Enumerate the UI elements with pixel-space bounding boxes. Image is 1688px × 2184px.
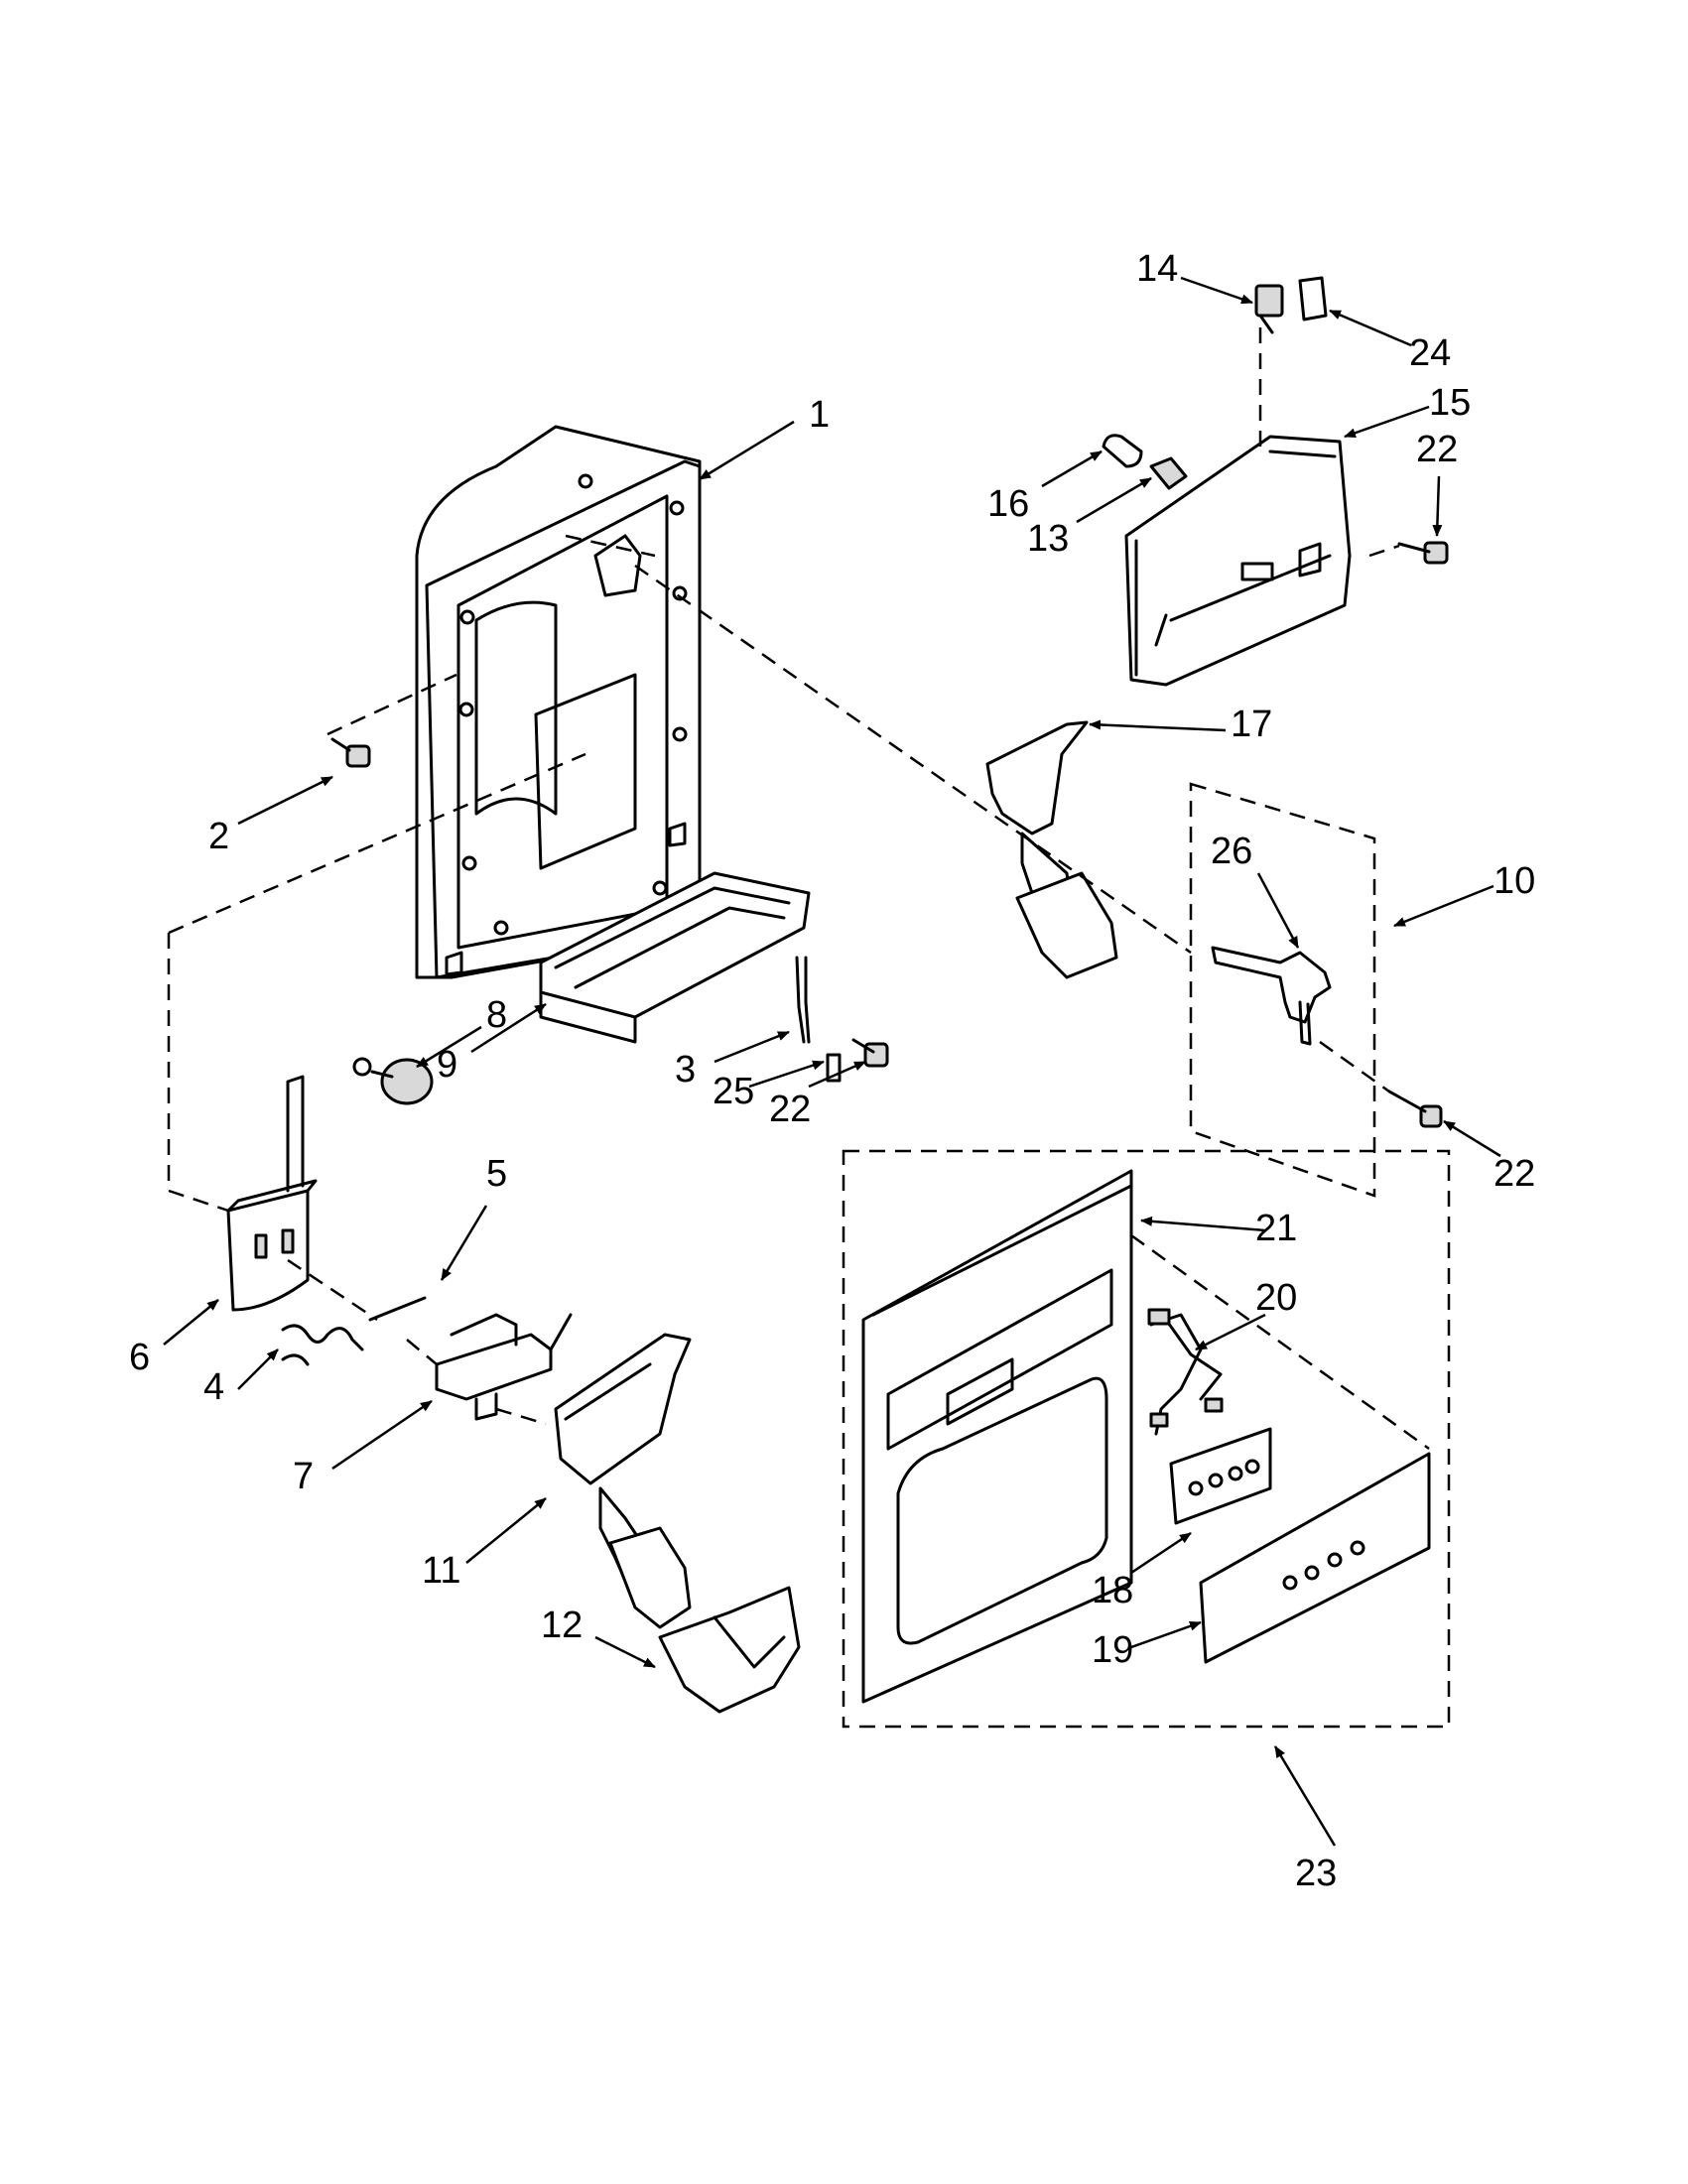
part-16-lamp <box>1102 434 1143 468</box>
callout-22-right: 22 <box>1493 1153 1535 1195</box>
callout-15: 15 <box>1429 382 1471 424</box>
callout-5: 5 <box>486 1153 507 1195</box>
callout-18: 18 <box>1092 1570 1133 1611</box>
callout-11: 11 <box>422 1550 460 1592</box>
callout-20: 20 <box>1255 1277 1297 1319</box>
part-21-dispenser-front <box>861 1169 1133 1704</box>
part-26-lever-arm <box>1211 946 1332 1046</box>
callouts: 1 2 3 4 5 6 7 8 9 10 11 12 13 14 15 16 1 <box>129 248 1535 1894</box>
callout-4: 4 <box>203 1366 224 1408</box>
callout-23: 23 <box>1295 1853 1337 1894</box>
callout-24: 24 <box>1409 332 1451 374</box>
part-7-actuator <box>435 1313 573 1421</box>
callout-19: 19 <box>1092 1629 1133 1671</box>
callout-21: 21 <box>1255 1208 1297 1249</box>
callout-8: 8 <box>486 994 507 1036</box>
part-18-control-board <box>1169 1427 1272 1525</box>
callout-1: 1 <box>809 394 830 436</box>
callout-17: 17 <box>1231 704 1272 745</box>
part-6-module <box>226 1075 318 1312</box>
part-10-group-box <box>1189 782 1376 1198</box>
part-20-wire-harness <box>1147 1308 1224 1436</box>
part-22-screw-right <box>1387 1090 1443 1128</box>
callout-13: 13 <box>1027 518 1069 560</box>
part-17-water-paddle <box>985 720 1118 979</box>
part-1-dispenser-housing <box>415 425 702 979</box>
part-19-overlay <box>1199 1452 1431 1664</box>
callout-14: 14 <box>1136 248 1178 290</box>
part-4-spring <box>281 1324 364 1366</box>
assembly-lines <box>167 327 1430 1451</box>
part-14-switch <box>1254 284 1284 334</box>
callout-22-center: 22 <box>769 1089 811 1130</box>
callout-12: 12 <box>541 1605 583 1646</box>
callout-9: 9 <box>437 1044 457 1086</box>
callout-2: 2 <box>208 816 229 857</box>
part-11-ice-paddle <box>554 1333 692 1629</box>
part-15-lever-housing <box>1124 435 1352 687</box>
callout-22-top-right: 22 <box>1416 429 1458 470</box>
part-13-lamp-socket <box>1149 456 1188 490</box>
callout-16: 16 <box>987 483 1029 525</box>
part-5-pin <box>368 1296 427 1322</box>
part-9-drip-tray <box>539 871 811 1044</box>
part-12-chute <box>658 1586 801 1714</box>
callout-10: 10 <box>1493 860 1535 902</box>
callout-3: 3 <box>675 1049 696 1091</box>
part-22-screw-center <box>851 1038 889 1068</box>
callout-7: 7 <box>293 1456 314 1497</box>
callout-26: 26 <box>1211 831 1252 872</box>
part-2-screw <box>330 737 371 768</box>
part-24-insulator <box>1298 276 1328 321</box>
part-8-solenoid <box>352 1057 434 1105</box>
part-22-screw-top-right <box>1397 541 1449 565</box>
callout-25: 25 <box>713 1071 754 1112</box>
callout-6: 6 <box>129 1337 150 1378</box>
part-3-spring-clip <box>795 956 811 1044</box>
